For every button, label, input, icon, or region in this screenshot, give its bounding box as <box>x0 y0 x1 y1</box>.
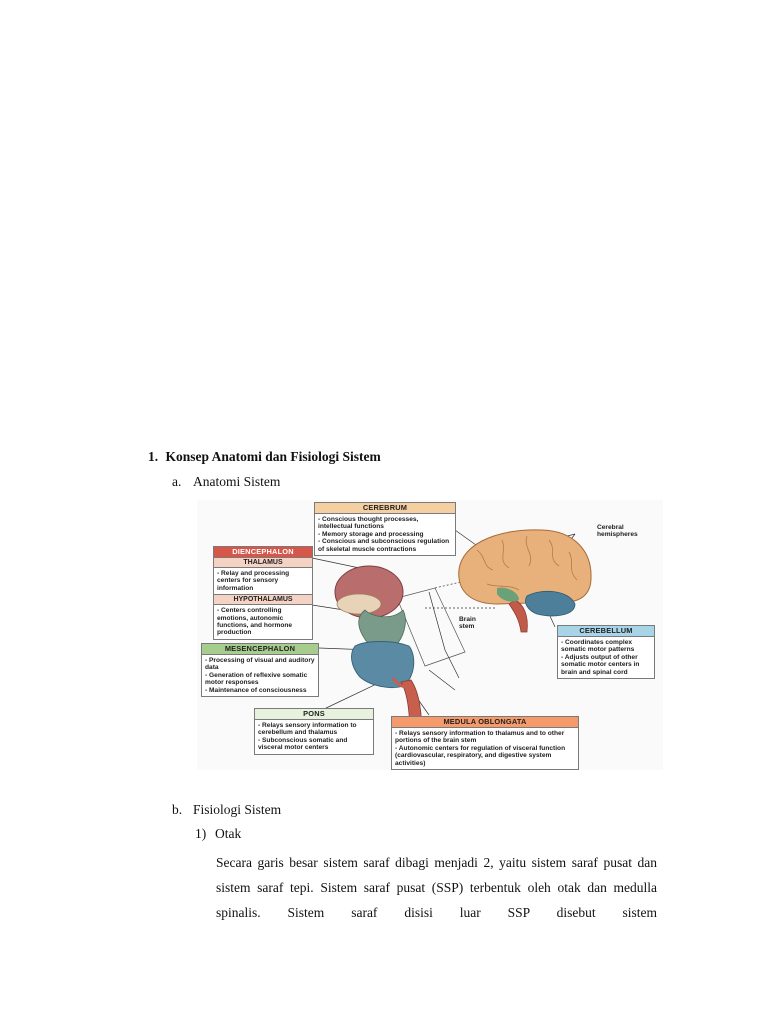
pons-box: PONS - Relays sensory information to cer… <box>254 708 374 755</box>
body-paragraph: Secara garis besar sistem saraf dibagi m… <box>216 855 657 920</box>
subsection-a-label: Anatomi Sistem <box>193 474 281 489</box>
medulla-title: MEDULA OBLONGATA <box>392 717 578 728</box>
brain-illustration <box>311 529 592 741</box>
subsection-a: a. Anatomi Sistem <box>172 474 280 490</box>
subsection-b: b. Fisiologi Sistem <box>172 802 281 818</box>
section-heading: 1. Konsep Anatomi dan Fisiologi Sistem <box>148 449 381 465</box>
medulla-oblongata-box: MEDULA OBLONGATA - Relays sensory inform… <box>391 716 579 771</box>
brain-stem-label: Brain stem <box>459 616 476 631</box>
pons-title: PONS <box>255 709 373 720</box>
pons-item: - Subconscious somatic and visceral moto… <box>258 736 348 752</box>
cerebrum-item: - Memory storage and processing <box>318 530 424 538</box>
mesencephalon-box: MESENCEPHALON - Processing of visual and… <box>201 643 319 698</box>
pons-item: - Relays sensory information to cerebell… <box>258 722 357 737</box>
cerebellum-box: CEREBELLUM - Coordinates complex somatic… <box>557 625 655 680</box>
thalamus-title: THALAMUS <box>214 558 312 568</box>
diencephalon-box: DIENCEPHALON THALAMUS - Relay and proces… <box>213 546 313 640</box>
subsection-b-marker: b. <box>172 802 183 817</box>
mesencephalon-item: - Maintenance of consciousness <box>205 686 307 694</box>
cerebrum-item: - Conscious thought processes, intellect… <box>318 516 419 531</box>
subsection-b-label: Fisiologi Sistem <box>193 802 282 817</box>
section-title: Konsep Anatomi dan Fisiologi Sistem <box>165 449 381 464</box>
cerebellum-item: - Adjusts output of other somatic motor … <box>561 653 640 676</box>
brain-anatomy-figure: CEREBRUM - Conscious thought processes, … <box>197 500 663 771</box>
section-number: 1. <box>148 449 159 464</box>
medulla-item: - Relays sensory information to thalamus… <box>395 730 565 745</box>
hypothalamus-item: - Centers controlling emotions, autonomi… <box>217 607 293 637</box>
cerebral-hemispheres-label: Cerebral hemispheres <box>597 524 638 539</box>
subsection-a-marker: a. <box>172 474 182 489</box>
cerebellum-item: - Coordinates complex somatic motor patt… <box>561 639 635 654</box>
subsection-1-label: Otak <box>215 826 242 841</box>
subsection-1-marker: 1) <box>195 826 207 841</box>
cerebrum-title: CEREBRUM <box>315 503 455 514</box>
cerebrum-item: - Conscious and subconscious regulation … <box>318 538 450 553</box>
cerebellum-title: CEREBELLUM <box>558 626 654 637</box>
cerebrum-box: CEREBRUM - Conscious thought processes, … <box>314 502 456 557</box>
diencephalon-title: DIENCEPHALON <box>214 547 312 558</box>
thalamus-item: - Relay and processing centers for senso… <box>217 570 290 592</box>
mesencephalon-item: - Processing of visual and auditory data <box>205 657 315 672</box>
medulla-item: - Autonomic centers for regulation of vi… <box>395 744 566 767</box>
hypothalamus-title: HYPOTHALAMUS <box>214 594 312 606</box>
mesencephalon-title: MESENCEPHALON <box>202 644 318 655</box>
subsection-1: 1) Otak <box>195 826 241 842</box>
mesencephalon-item: - Generation of reflexive somatic motor … <box>205 671 308 687</box>
